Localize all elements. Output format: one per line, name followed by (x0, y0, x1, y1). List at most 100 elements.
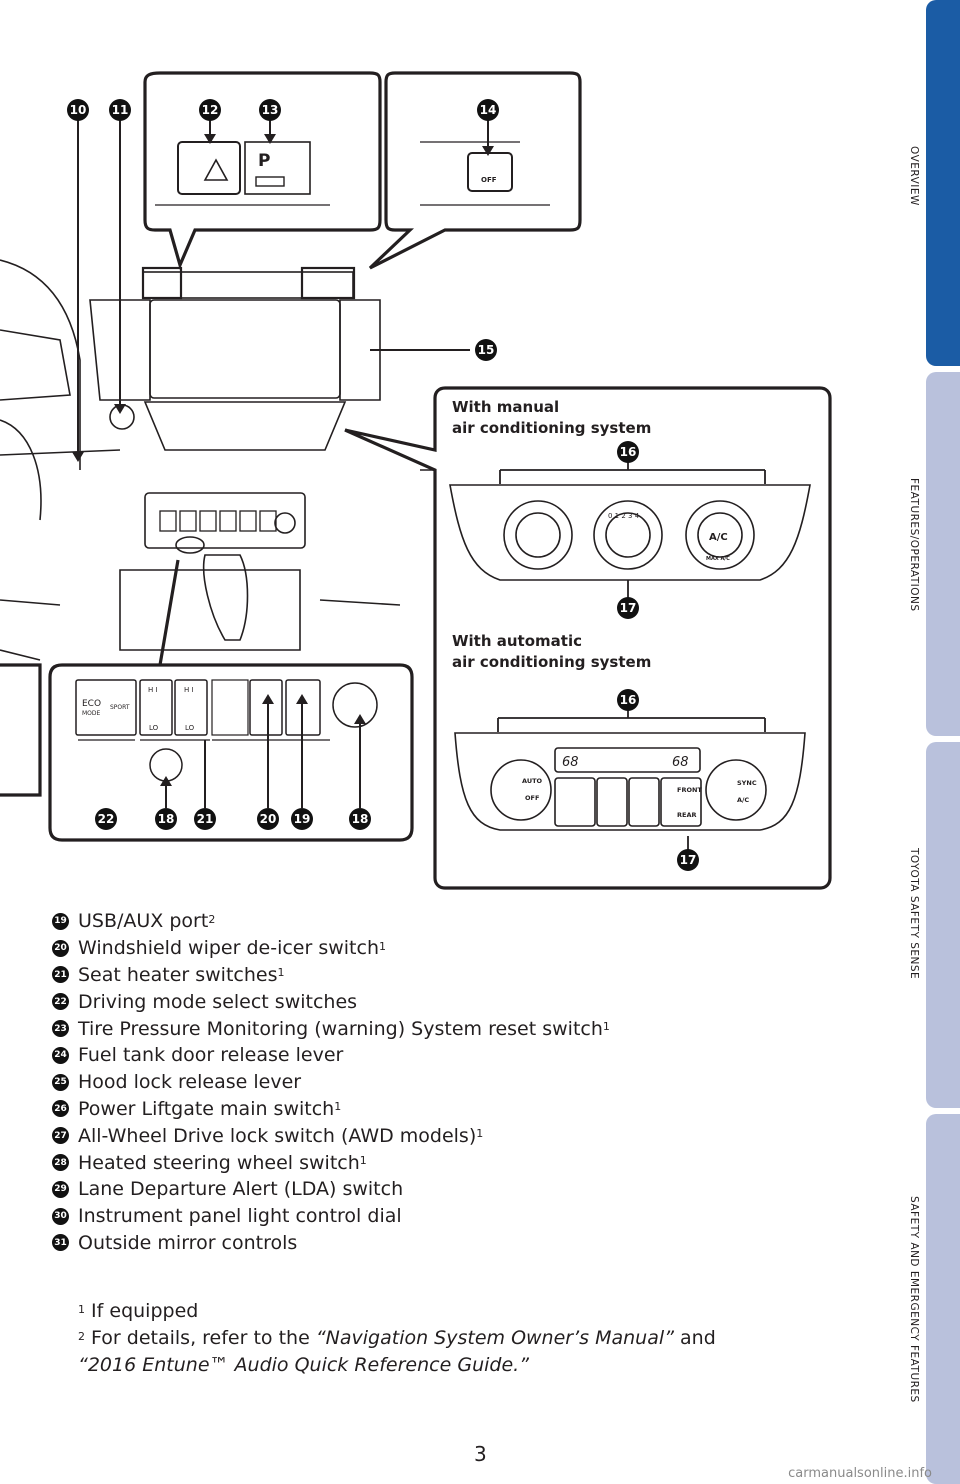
legend-number: 20 (52, 939, 69, 957)
auto-temp-knob (490, 759, 552, 821)
park-assist-icon: P (258, 151, 270, 171)
legend-sup: 1 (379, 939, 386, 953)
callout-16-auto: 16 (620, 693, 637, 707)
front-defrost-label: FRONT (677, 786, 702, 794)
legend-item: 24 Fuel tank door release lever (52, 1042, 852, 1069)
legend-text: Heated steering wheel switch (78, 1151, 360, 1174)
switch-panel (144, 492, 306, 549)
seat-hi-left: H I (148, 686, 158, 694)
sport-label: SPORT (110, 704, 130, 711)
legend-number: 22 (52, 993, 69, 1011)
temp-left: 68 (562, 755, 579, 770)
upper-vent-strip (142, 271, 354, 299)
legend-text: Power Liftgate main switch (78, 1097, 335, 1120)
hazard-button (177, 141, 241, 195)
tab-toyota-safety-sense[interactable] (926, 742, 960, 1108)
legend-number: 21 (52, 966, 69, 984)
vsc-off-icon: OFF (481, 176, 497, 184)
callout-15: 15 (478, 343, 495, 357)
callout-21: 21 (197, 812, 214, 826)
tab-label-overview: OVERVIEW (908, 146, 920, 206)
callout-13: 13 (262, 103, 279, 117)
tab-overview[interactable] (926, 0, 960, 366)
footnotes: 1 If equipped 2 For details, refer to th… (78, 1298, 716, 1379)
shift-lever (202, 554, 249, 641)
sync-label: SYNC (737, 779, 757, 787)
legend-number: 27 (52, 1127, 69, 1145)
wiper-deicer-switch (249, 679, 283, 736)
legend-sup: 1 (277, 966, 285, 980)
callout-14: 14 (480, 103, 497, 117)
tab-label-features: FEATURES/OPERATIONS (908, 478, 920, 612)
park-assist-button-outline (300, 266, 356, 300)
instrument-cluster-area (0, 329, 71, 401)
temp-dial (503, 500, 573, 570)
section-tabs (926, 0, 960, 1484)
watermark: carmanualsonline.info (788, 1466, 932, 1481)
legend-text: Lane Departure Alert (LDA) switch (78, 1178, 404, 1201)
seat-heater-left (139, 679, 173, 736)
callout-17-auto: 17 (680, 853, 697, 867)
climate-display (554, 747, 701, 773)
auto-ac-title-2: air conditioning system (452, 653, 651, 671)
legend-number: 26 (52, 1100, 69, 1118)
vsc-off-button (467, 152, 513, 192)
seat-hi-right: H I (184, 686, 194, 694)
seat-heater-right (174, 679, 208, 736)
auto-off-label: OFF (525, 794, 539, 802)
legend-text: All-Wheel Drive lock switch (AWD models) (78, 1124, 477, 1147)
tab-features-operations[interactable] (926, 372, 960, 736)
legend-number: 29 (52, 1180, 69, 1198)
manual-ac-title-2: air conditioning system (452, 419, 651, 437)
legend-text: Outside mirror controls (78, 1231, 298, 1254)
legend-number: 30 (52, 1207, 69, 1225)
footnote-2: 2 For details, refer to the “Navigation … (78, 1327, 716, 1349)
auto-right-knob (705, 759, 767, 821)
manual-ac-panel (449, 484, 811, 581)
auto-ac-label: A/C (737, 796, 749, 804)
legend-sup: 1 (359, 1154, 367, 1168)
legend-text: Instrument panel light control dial (78, 1205, 402, 1228)
legend-number: 24 (52, 1046, 69, 1064)
callout-hazard-park (143, 71, 382, 270)
temp-right: 68 (672, 755, 689, 770)
fan-dial (593, 500, 663, 570)
legend-item: 27 All-Wheel Drive lock switch (AWD model… (52, 1122, 852, 1149)
callout-17-manual: 17 (620, 601, 637, 615)
legend-item: 22 Driving mode select switches (52, 988, 852, 1015)
legend-text: USB/AUX port (78, 910, 209, 933)
legend-item: 29 Lane Departure Alert (LDA) switch (52, 1176, 852, 1203)
display-screen (149, 299, 341, 399)
callout-22: 22 (98, 812, 115, 826)
legend-text: Windshield wiper de-icer switch (78, 937, 379, 960)
callout-20: 20 (260, 812, 277, 826)
auto-label: AUTO (522, 777, 543, 785)
callout-10: 10 (70, 103, 87, 117)
fan-scale: 0 1 2 3 4 (608, 512, 640, 520)
legend-text: Fuel tank door release lever (78, 1044, 344, 1067)
legend-number: 19 (52, 912, 69, 930)
footnote-1: 1 If equipped (78, 1300, 199, 1322)
legend-text: Driving mode select switches (78, 990, 358, 1013)
seat-lo-left: LO (149, 724, 159, 732)
callout-vsc-off (368, 71, 582, 270)
mode-label: MODE (82, 710, 101, 717)
legend-text: Seat heater switches (78, 963, 278, 986)
tab-safety-emergency[interactable] (926, 1114, 960, 1484)
auto-ac-title-1: With automatic (452, 632, 582, 650)
nav-manual-reference: “Navigation System Owner’s Manual” (315, 1327, 674, 1349)
legend-item: 30 Instrument panel light control dial (52, 1203, 852, 1230)
dashboard-illustration: P OFF 10 11 12 13 14 15 With manual air … (0, 71, 832, 890)
legend-number: 28 (52, 1154, 69, 1172)
tab-label-safety: SAFETY AND EMERGENCY FEATURES (908, 1196, 920, 1403)
left-vent (89, 299, 151, 401)
